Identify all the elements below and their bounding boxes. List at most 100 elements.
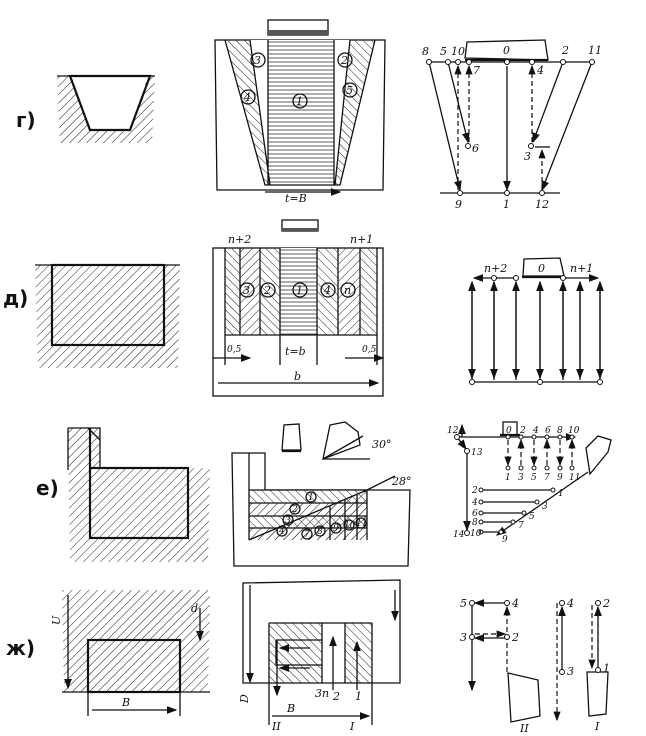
oblique-5: 5 (529, 512, 535, 522)
oblique-9: 9 (502, 535, 508, 545)
row-d-toolpath-scheme: 0 n+2 n+1 (468, 257, 604, 385)
allowance-right: 0,5 (362, 345, 377, 355)
dimension-b: B (286, 702, 295, 715)
tool-0: 0 (503, 44, 510, 57)
pass-2: 2 (291, 505, 298, 515)
point-10: 10 (451, 45, 465, 58)
drop-5: 5 (531, 473, 537, 483)
label-2: 2 (332, 690, 340, 703)
drop-3: 3 (518, 473, 524, 483)
point-3b: 3 (567, 665, 574, 678)
point-2: 2 (561, 44, 569, 57)
label-1: 1 (355, 690, 362, 703)
row-label-g: г) (16, 108, 36, 132)
point-5: 5 (440, 45, 447, 58)
pass-5: 5 (346, 84, 353, 97)
tool-0: 0 (538, 262, 545, 275)
label-3n: 3п (315, 687, 329, 700)
edge-n-plus-2: n+2 (228, 233, 251, 246)
pass-3: 3 (243, 284, 250, 297)
angle-30: 30° (372, 438, 392, 451)
dimension-b: b (294, 370, 301, 383)
pass-8: 8 (317, 527, 323, 537)
tool-0: 0 (506, 426, 512, 436)
pass-9: 9 (333, 524, 339, 534)
row-label-zh: ж) (6, 636, 35, 660)
point-2c: 2 (602, 597, 610, 610)
pass-1: 1 (296, 95, 303, 108)
point-7: 7 (473, 64, 480, 77)
drop-7: 7 (544, 473, 550, 483)
drop-1: 1 (505, 473, 511, 483)
row-label-e: е) (36, 476, 59, 500)
pass-10: 10 (344, 521, 356, 531)
edge-n-plus-1: n+1 (350, 233, 373, 246)
row-e-middle-section: 30° 28° 1 2 3 4 7 8 9 10 11 (231, 421, 412, 567)
pass-3: 3 (254, 54, 261, 67)
drop-9: 9 (557, 473, 563, 483)
row-d-middle-section: 3 2 1 4 n n+2 n+1 0,5 0,5 t=b b (212, 219, 385, 397)
row-d-left-section (35, 263, 180, 368)
oblique-7: 7 (518, 521, 524, 531)
tool-ii-label: II (519, 722, 529, 735)
point-4: 4 (511, 597, 519, 610)
dimension-t-b: t=b (285, 345, 306, 358)
row-zh-toolpath-scheme: 5 4 3 2 4 3 2 1 II I (460, 597, 610, 735)
point-1: 1 (503, 198, 510, 211)
point-1c: 1 (603, 662, 610, 675)
label-u: U (50, 615, 63, 625)
point-14: 14 (453, 530, 465, 540)
point-12: 12 (535, 198, 549, 211)
top-10: 10 (568, 426, 580, 436)
point-12: 12 (447, 426, 459, 436)
zone-ii: II (271, 720, 281, 733)
left-2: 2 (471, 486, 478, 496)
allowance-left: 0,5 (227, 345, 242, 355)
left-4: 4 (471, 498, 478, 508)
tool-i-label: I (594, 720, 600, 733)
pass-1: 1 (308, 493, 314, 503)
point-3: 3 (460, 631, 467, 644)
top-4: 4 (532, 426, 539, 436)
point-5: 5 (460, 597, 467, 610)
top-6: 6 (545, 426, 551, 436)
point-6: 6 (472, 142, 479, 155)
row-label-d: д) (3, 286, 28, 310)
angle-28: 28° (391, 475, 412, 488)
point-4: 4 (536, 64, 544, 77)
point-9: 9 (455, 198, 462, 211)
point-3: 3 (524, 150, 531, 163)
point-11: 11 (588, 44, 602, 57)
pass-4: 4 (323, 284, 331, 297)
pass-n: n (344, 284, 351, 297)
oblique-3: 3 (542, 502, 548, 512)
row-zh-middle-section: D 3п 2 1 B II I (238, 579, 401, 733)
top-8: 8 (557, 426, 563, 436)
row-e-left-section (67, 427, 210, 562)
point-8: 8 (422, 45, 429, 58)
dimension-b: B (121, 696, 130, 709)
dimension-t-b: t=B (285, 192, 307, 205)
left-8: 8 (472, 518, 478, 528)
pass-7: 7 (304, 530, 310, 540)
point-13: 13 (471, 448, 483, 458)
pass-2: 2 (340, 54, 348, 67)
label-d: d (191, 602, 198, 615)
pass-3: 3 (285, 516, 291, 526)
point-4b: 4 (566, 597, 574, 610)
oblique-1: 1 (558, 489, 564, 499)
pass-4: 4 (243, 91, 251, 104)
pass-4: 4 (278, 527, 285, 537)
label-d: D (238, 694, 251, 704)
left-6: 6 (472, 509, 478, 519)
pass-1: 1 (296, 284, 303, 297)
pass-2: 2 (263, 284, 271, 297)
row-g-left-section (57, 74, 155, 143)
row-zh-left-section: U d B (50, 590, 210, 716)
top-2: 2 (519, 426, 526, 436)
row-e-toolpath-scheme: 0 12 13 14 2 4 6 8 10 1 3 5 7 9 11 2 4 6… (447, 421, 612, 545)
drop-11: 11 (569, 473, 580, 483)
row-g-middle-section: 1 2 3 4 5 t=B (214, 19, 386, 205)
